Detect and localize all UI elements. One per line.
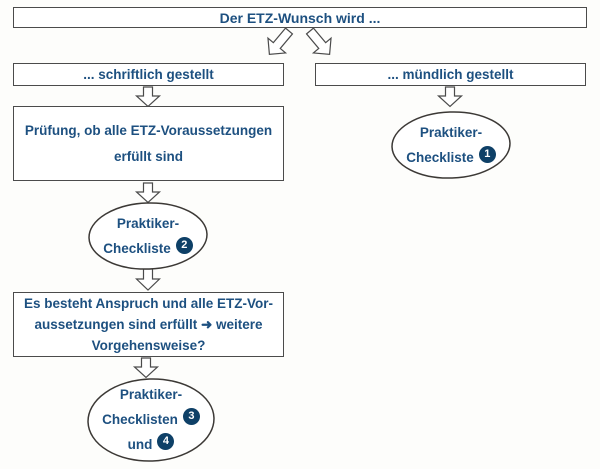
checklist-1-ellipse-outline (391, 111, 511, 179)
checklist-1-line1: Praktiker- (419, 125, 483, 140)
down-arrow-icon (132, 357, 160, 379)
checklist-3-4-line3: und 4 (81, 432, 221, 457)
checklist-1-line2-text: Checkliste (406, 150, 474, 165)
checklist-1-line2: Checkliste 1 (381, 145, 521, 170)
check-requirements-box: Prüfung, ob alle ETZ-Voraussetzungen erf… (13, 106, 284, 181)
claim-box: Es besteht Anspruch und alle ETZ-Vor- au… (13, 292, 284, 357)
badge-2: 2 (175, 236, 193, 254)
claim-line1: Es besteht Anspruch und alle ETZ-Vor- (23, 296, 274, 311)
checklist-2-label: Praktiker- Checkliste 2 (78, 211, 218, 261)
checklist-2-line2-text: Checkliste (103, 241, 171, 256)
down-arrow-icon (436, 86, 464, 108)
split-arrow-right-icon (305, 27, 332, 56)
checklist-3-4-line1: Praktiker- (119, 387, 183, 402)
claim-line2: aussetzungen sind erfüllt ➜ weitere (34, 317, 263, 332)
title-box: Der ETZ-Wunsch wird ... (13, 7, 587, 28)
claim-line3: Vorgehensweise? (91, 338, 206, 353)
check-requirements-line2: erfüllt sind (113, 148, 183, 164)
down-arrow-icon (134, 86, 162, 108)
title-text: Der ETZ-Wunsch wird ... (219, 9, 381, 26)
badge-1: 1 (478, 145, 496, 163)
checklist-2-ellipse-outline (88, 202, 208, 270)
checklist-3-4-line2: Checklisten 3 (81, 407, 221, 432)
split-arrow-left-icon (267, 27, 294, 56)
checklist-3-4-line3-text: und (127, 437, 153, 452)
down-arrow-icon (135, 268, 161, 291)
checklist-3-4-ellipse-outline (87, 378, 215, 462)
checklist-2-line1: Praktiker- (116, 216, 180, 231)
down-arrow-icon (134, 182, 162, 204)
badge-3: 3 (182, 407, 200, 425)
checklist-1-label: Praktiker- Checkliste 1 (381, 120, 521, 170)
written-request-text: ... schriftlich gestellt (83, 67, 214, 82)
verbal-request-box: ... mündlich gestellt (315, 63, 586, 86)
checklist-2-line2: Checkliste 2 (78, 236, 218, 261)
verbal-request-text: ... mündlich gestellt (387, 67, 514, 82)
checklist-3-4-label: Praktiker- Checklisten 3 und 4 (81, 382, 221, 457)
written-request-box: ... schriftlich gestellt (13, 63, 284, 86)
checklist-3-4-line2-text: Checklisten (102, 412, 178, 427)
badge-4: 4 (157, 432, 175, 450)
check-requirements-line1: Prüfung, ob alle ETZ-Voraussetzungen (24, 122, 273, 138)
